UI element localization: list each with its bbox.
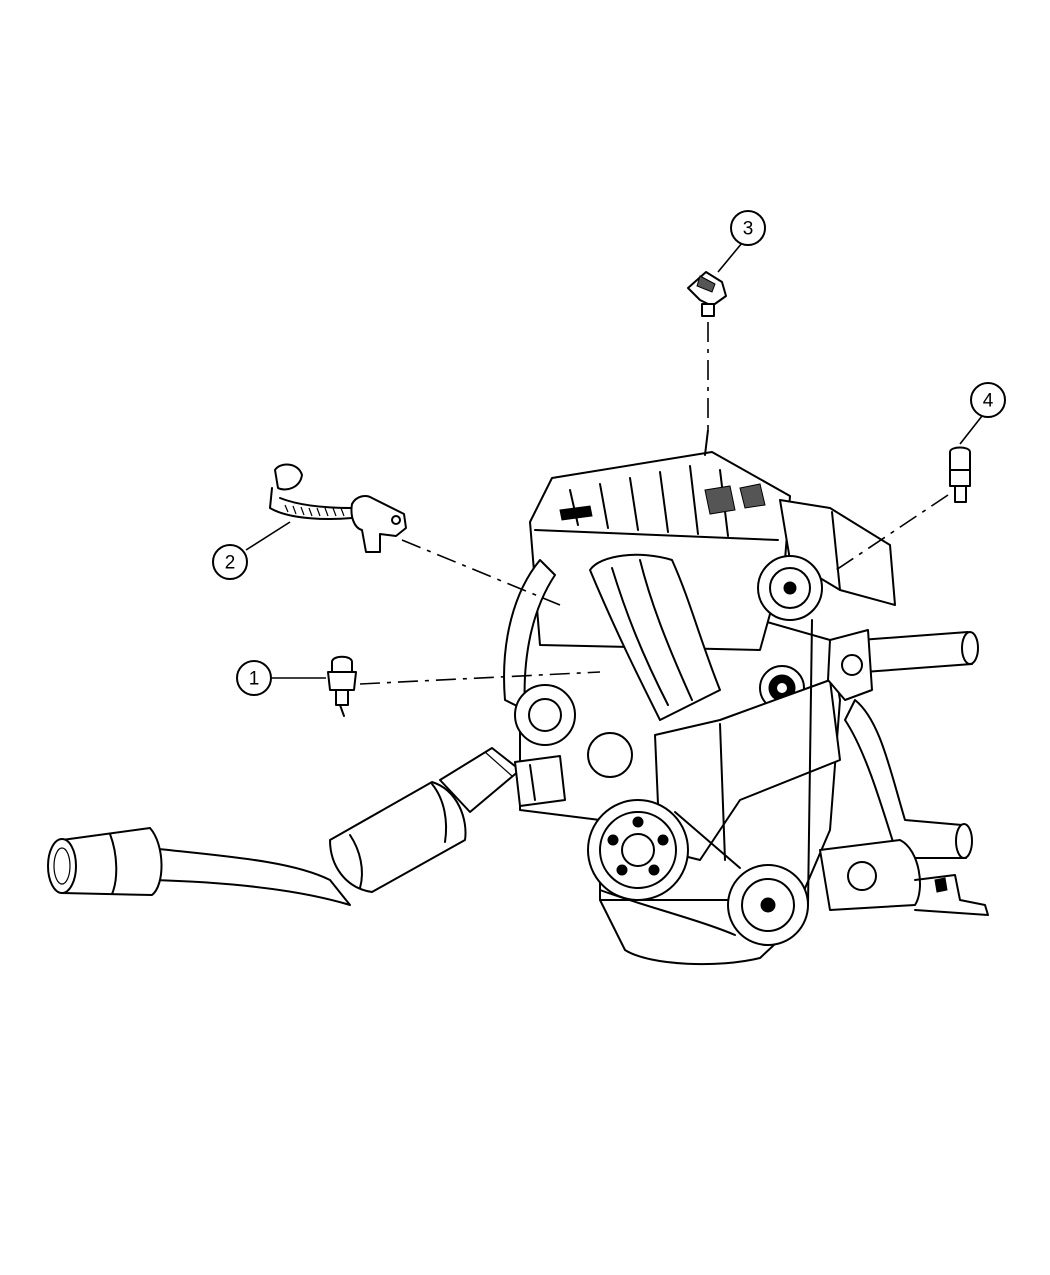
exhaust-pipe (149, 847, 351, 906)
muffler (61, 827, 163, 896)
engine (503, 429, 989, 966)
callout-1: 1 (236, 660, 272, 696)
coolant-pipe-lower (844, 699, 967, 859)
part-1-sensor (327, 655, 357, 717)
coolant-pipe-upper (859, 631, 973, 673)
callout-2: 2 (212, 544, 248, 580)
coolant-hose-left (503, 559, 556, 711)
starter (514, 755, 566, 807)
leader-lines (245, 242, 983, 685)
muffler-outlet (47, 838, 77, 894)
water-pump-housing (514, 684, 576, 746)
callout-1-label: 1 (249, 669, 260, 690)
catalytic-converter (329, 781, 467, 893)
callout-2-label: 2 (225, 553, 236, 574)
part-4-sensor (949, 446, 971, 503)
callout-3: 3 (730, 210, 766, 246)
part-3-sensor (687, 271, 727, 317)
callout-3-label: 3 (743, 219, 754, 240)
callout-4: 4 (970, 382, 1006, 418)
exhaust-assembly (47, 747, 521, 906)
engine-mount (819, 839, 921, 911)
intake-manifold (589, 553, 721, 721)
part-2-sensor (269, 463, 407, 553)
crankshaft-pulley (587, 799, 689, 901)
callout-4-label: 4 (983, 391, 994, 412)
drive-belt (599, 889, 736, 936)
